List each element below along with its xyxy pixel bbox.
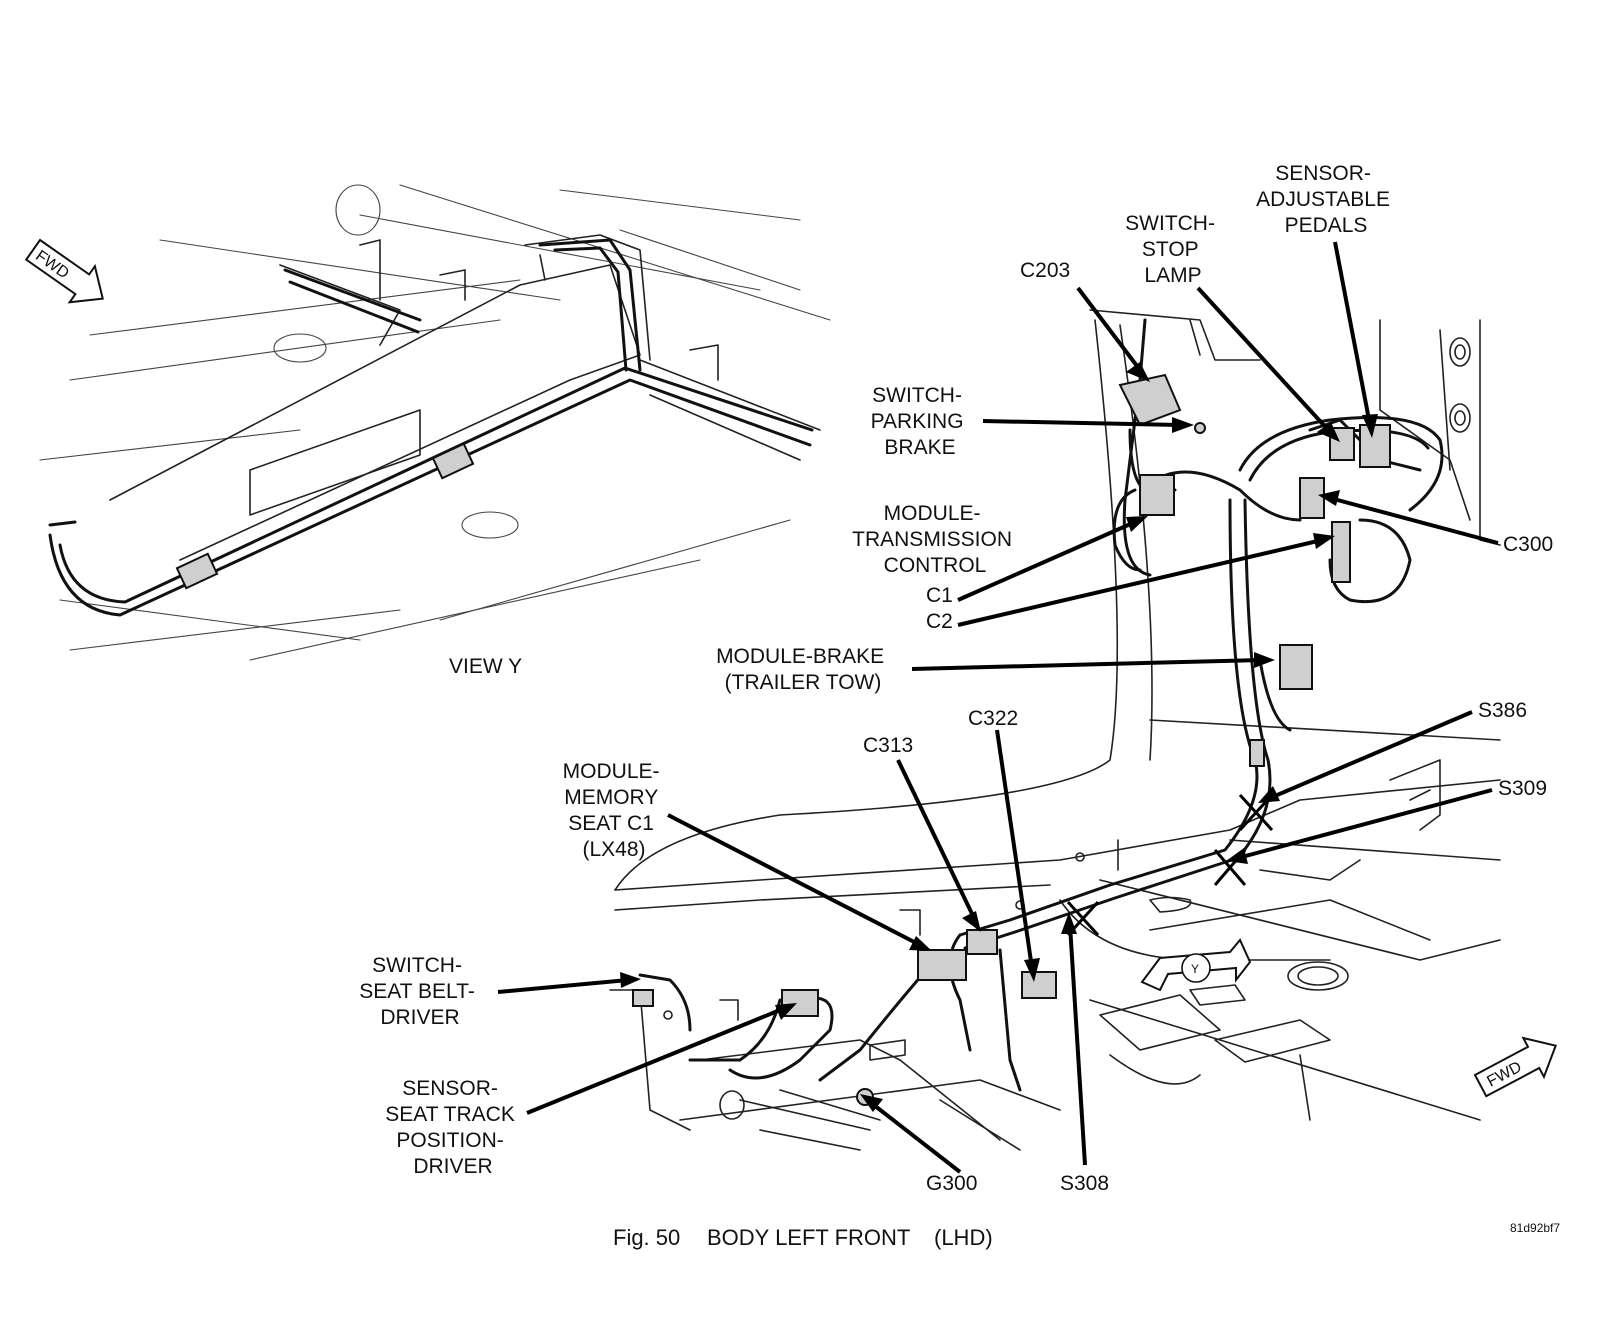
label-c313: C313 (863, 734, 913, 757)
fwd-arrow-icon: FWD (24, 238, 104, 304)
caption-variant: (LHD) (934, 1225, 993, 1250)
leader-lines (497, 241, 1499, 1174)
label-s386: S386 (1478, 699, 1527, 722)
seat-belt-switch (632, 989, 654, 1007)
label-s308: S308 (1060, 1172, 1109, 1195)
stop-lamp-switch (1329, 427, 1355, 461)
label-c300: C300 (1503, 533, 1553, 556)
fwd-arrow-main-icon: FWD (1473, 1036, 1558, 1098)
c2-connector (1331, 521, 1351, 583)
figure-caption: Fig. 50 BODY LEFT FRONT (LHD) (613, 1225, 993, 1250)
memory-seat-module-connector (917, 949, 967, 981)
label-module-brake-trailer-tow: MODULE-BRAKE (TRAILER TOW) (716, 645, 890, 694)
label-sensor-adjustable-pedals: SENSOR- ADJUSTABLE PEDALS (1256, 162, 1396, 237)
label-c322: C322 (968, 707, 1018, 730)
label-c203: C203 (1020, 259, 1070, 282)
tcm-connector (1139, 474, 1175, 516)
label-g300: G300 (926, 1172, 977, 1195)
label-c1: C1 (926, 584, 953, 607)
c203-connector (1118, 373, 1182, 427)
view-y-arrow-icon: Y (1140, 938, 1252, 992)
label-s309: S309 (1498, 777, 1547, 800)
figure-code: 81d92bf7 (1510, 1221, 1560, 1235)
main-body-view: Y FWD (609, 309, 1558, 1151)
c322-connector (1021, 971, 1057, 999)
label-module-transmission-control: MODULE- TRANSMISSION CONTROL (852, 502, 1018, 577)
c313-connector (966, 929, 998, 955)
label-sensor-seat-track-position: SENSOR- SEAT TRACK POSITION- DRIVER (385, 1077, 520, 1178)
label-switch-seat-belt-driver: SWITCH- SEAT BELT- DRIVER (359, 954, 480, 1029)
label-switch-stop-lamp: SWITCH- STOP LAMP (1125, 212, 1221, 287)
view-y-marker: Y (1191, 962, 1199, 976)
label-switch-parking-brake: SWITCH- PARKING BRAKE (871, 384, 970, 459)
label-module-memory-seat: MODULE- MEMORY SEAT C1 (LX48) (563, 760, 666, 861)
inset-view-y: FWD VIEW Y (24, 184, 831, 678)
callout-labels: C203 SWITCH- STOP LAMP SENSOR- ADJUSTABL… (359, 162, 1560, 1235)
pedal-sensor (1359, 424, 1391, 468)
caption-title: BODY LEFT FRONT (707, 1225, 910, 1250)
inset-view-label: VIEW Y (449, 655, 522, 678)
c300-connector (1299, 477, 1325, 519)
label-c2: C2 (926, 610, 953, 633)
trailer-brake-module (1279, 644, 1313, 690)
caption-fig-number: Fig. 50 (613, 1225, 680, 1250)
